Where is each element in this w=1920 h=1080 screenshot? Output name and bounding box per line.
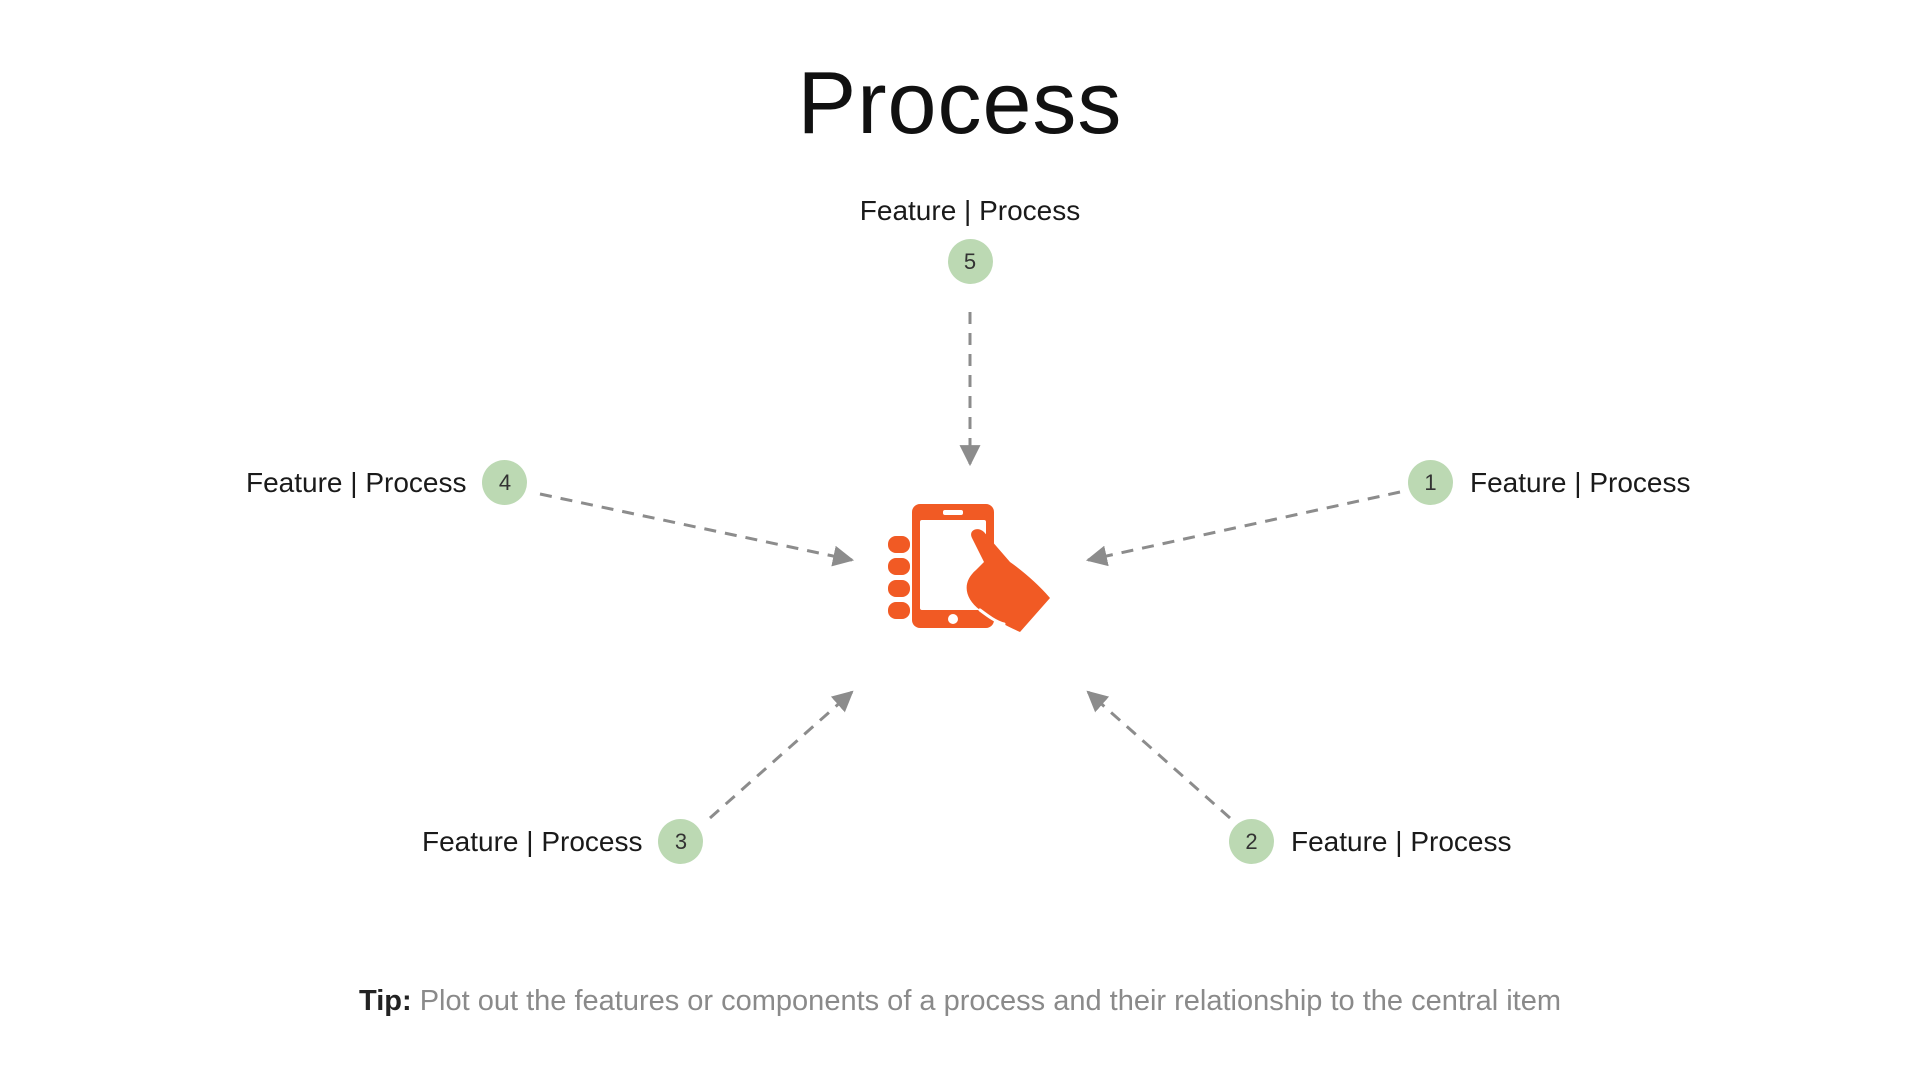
connector-4 [539, 492, 855, 567]
node-2-label: Feature | Process [1291, 825, 1512, 857]
node-5-label: Feature | Process [859, 195, 1081, 226]
connector-2 [1086, 690, 1231, 820]
node-2: 2 Feature | Process [1229, 819, 1511, 864]
node-3-badge: 3 [658, 819, 704, 864]
node-5-badge: 5 [947, 239, 993, 284]
tip-body: Plot out the features or components of a… [419, 985, 1561, 1017]
connector-3 [709, 690, 854, 820]
node-1-label: Feature | Process [1470, 466, 1691, 498]
connector-1 [1085, 490, 1401, 567]
node-5: Feature | Process 5 [860, 195, 1080, 284]
node-3: Feature | Process 3 [422, 819, 704, 864]
hand-holding-phone-icon [888, 504, 1050, 632]
tip-text: Tip: Plot out the features or components… [0, 985, 1920, 1018]
node-4-badge: 4 [482, 460, 528, 505]
page-title: Process [797, 53, 1123, 152]
node-2-badge: 2 [1229, 819, 1274, 864]
tip-label: Tip: [359, 985, 412, 1017]
node-4: Feature | Process 4 [246, 460, 528, 505]
node-1-badge: 1 [1408, 460, 1453, 505]
node-3-label: Feature | Process [422, 825, 643, 857]
node-1: 1 Feature | Process [1408, 460, 1690, 505]
node-4-label: Feature | Process [246, 466, 467, 498]
